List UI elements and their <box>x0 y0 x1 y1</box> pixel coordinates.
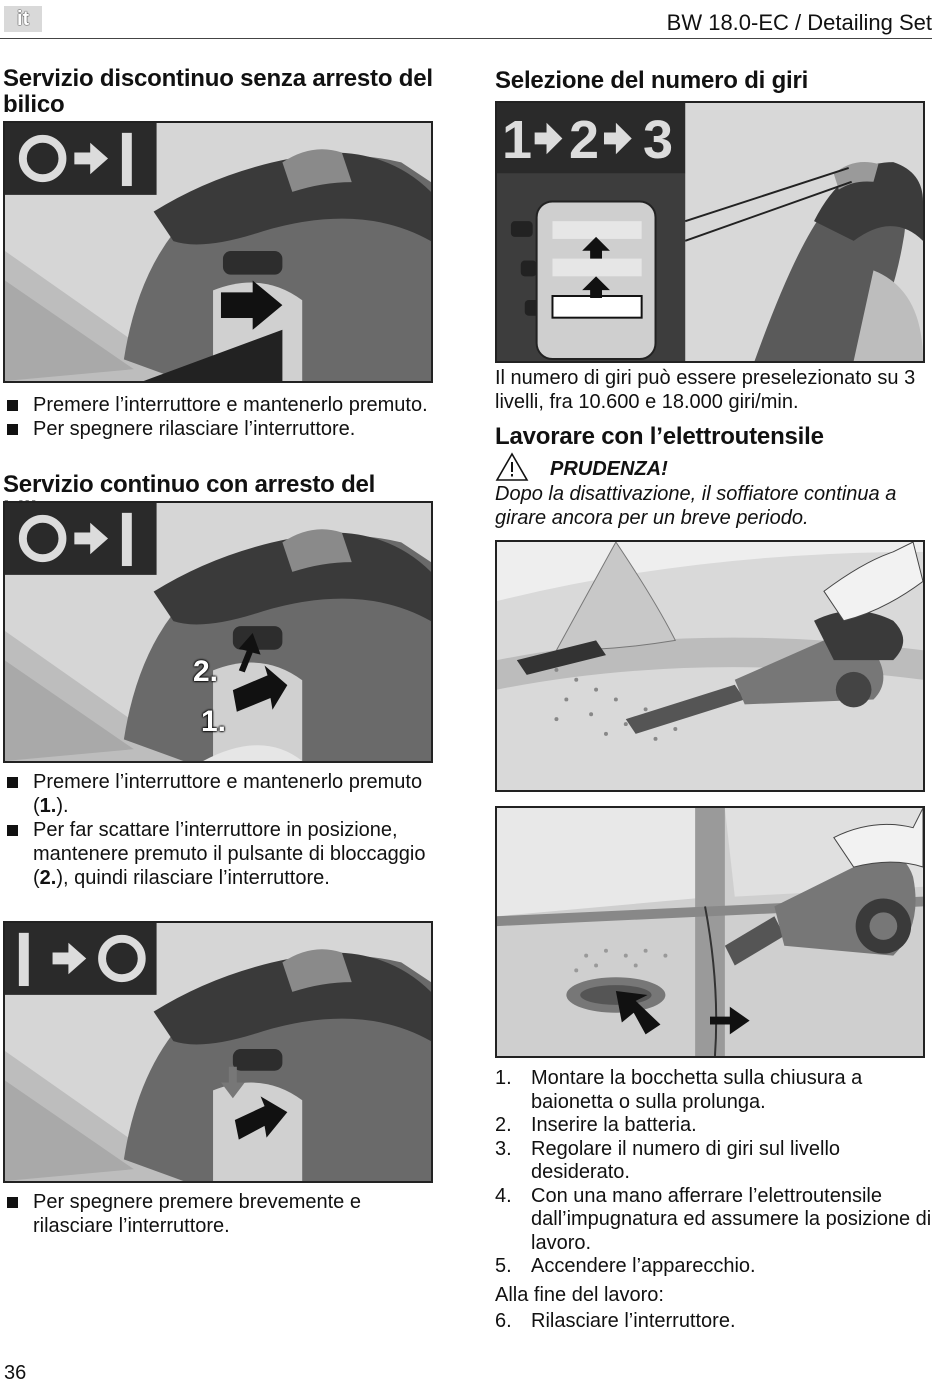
speed-description: Il numero di giri può essere preselezion… <box>495 367 916 413</box>
warning-triangle-icon <box>495 452 529 481</box>
bullet-item: Per spegnere rilasciare l’interruttore. <box>3 417 433 441</box>
figure-blowing-roof <box>495 540 925 792</box>
warning-text: Dopo la disattivazione, il soffiatore co… <box>495 483 897 529</box>
step-item: 2.Inserire la batteria. <box>495 1114 697 1136</box>
page-number: 36 <box>4 1362 27 1384</box>
figure-speed-selector: 1 2 3 <box>495 101 925 363</box>
figure-switch-on-hold <box>3 121 433 383</box>
section-title-working: Lavorare con l’elettroutensile <box>495 423 824 450</box>
figure-label-step-1: 1. <box>201 705 227 738</box>
section-title-speed: Selezione del numero di giri <box>495 67 809 94</box>
figure-switch-off <box>3 921 433 1183</box>
step-item: 4.Con una mano afferrare l’elettroutensi… <box>495 1184 932 1254</box>
step-item: 5.Accendere l’apparecchio. <box>495 1255 756 1277</box>
bullet-square <box>7 1197 18 1208</box>
step-item: 3.Regolare il numero di giri sul livello… <box>495 1137 841 1184</box>
warning-label: PRUDENZA! <box>550 458 668 480</box>
bullet-item: Premere l’interruttore e mantenerlo prem… <box>3 393 433 417</box>
header-divider <box>0 38 932 39</box>
language-badge: it <box>4 6 42 32</box>
bullet-square <box>7 424 18 435</box>
figure-switch-lock: 2. 1. <box>3 501 433 763</box>
step-item: 6.Rilasciare l’interruttore. <box>495 1309 736 1332</box>
document-title: BW 18.0-EC / Detailing Set <box>666 10 932 35</box>
bullet-square <box>7 400 18 411</box>
bullet-square <box>7 777 18 788</box>
speed-level-2: 2 <box>569 110 600 170</box>
speed-level-1: 1 <box>502 110 533 170</box>
end-of-work-label: Alla fine del lavoro: <box>495 1283 664 1306</box>
bullet-item: Per spegnere premere brevemente e rilasc… <box>3 1190 443 1238</box>
section-title-intermittent: Servizio discontinuo senza arresto del b… <box>3 65 433 118</box>
bullet-item: Per far scattare l’interruttore in posiz… <box>3 818 443 890</box>
figure-blowing-door <box>495 806 925 1058</box>
figure-label-step-2: 2. <box>193 655 219 688</box>
bullet-square <box>7 825 18 836</box>
step-item: 1.Montare la bocchetta sulla chiusura a … <box>495 1067 863 1113</box>
bullet-item: Premere l’interruttore e mantenerlo prem… <box>3 770 443 818</box>
speed-level-3: 3 <box>643 110 674 170</box>
